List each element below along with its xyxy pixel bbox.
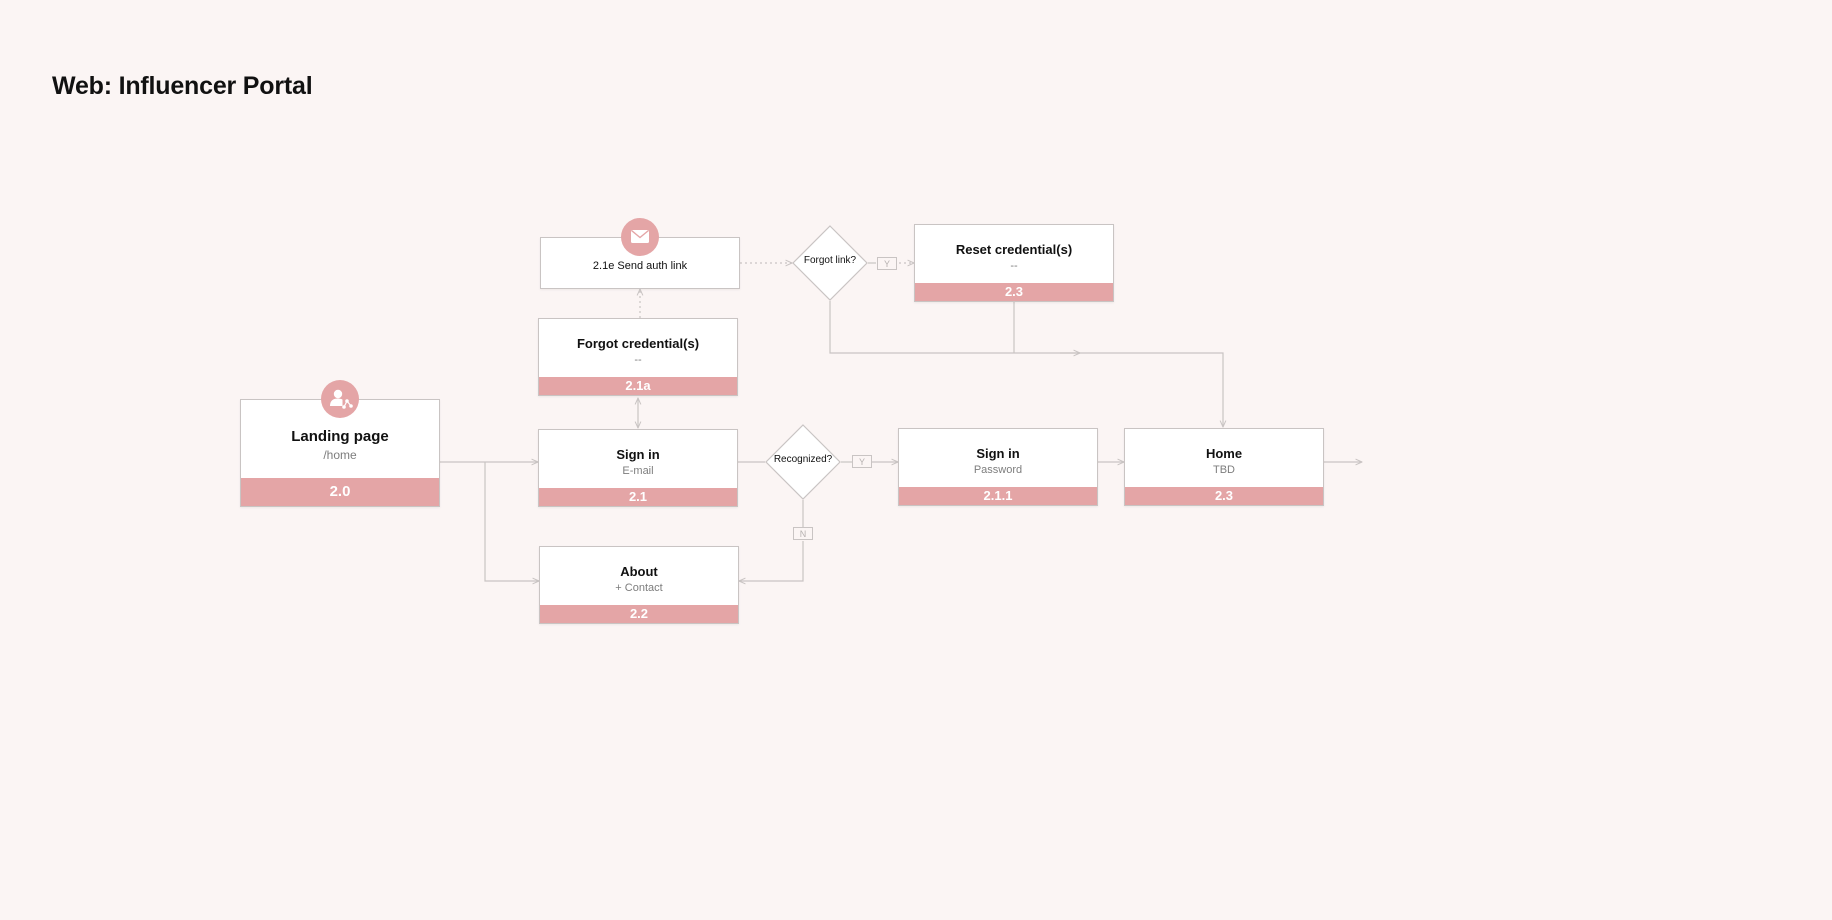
node-signin-password[interactable]: Sign in Password 2.1.1 [898,428,1098,506]
node-landing-page-id: 2.0 [241,478,439,506]
node-reset-credentials-sub: -- [1010,260,1018,272]
node-signin-password-title: Sign in [976,446,1020,461]
user-share-icon [321,380,359,418]
node-signin-password-id: 2.1.1 [899,487,1097,505]
node-landing-page-path: /home [323,448,357,462]
node-forgot-credentials-sub: -- [634,354,642,366]
node-home-sub: TBD [1213,464,1235,476]
node-forgot-credentials[interactable]: Forgot credential(s) -- 2.1a [538,318,738,396]
node-signin-password-sub: Password [973,464,1023,476]
node-reset-credentials-title: Reset credential(s) [955,242,1073,257]
node-signin-email-id: 2.1 [539,488,737,506]
node-about-id: 2.2 [540,605,738,623]
connector-no-to-about [739,541,804,581]
node-forgot-credentials-id: 2.1a [539,377,737,395]
connector-landing-to-about [484,462,539,581]
decision-forgot-link[interactable]: Forgot link? [792,225,868,301]
node-about[interactable]: About + Contact 2.2 [539,546,739,624]
node-send-auth-link-label: 2.1e Send auth link [592,260,688,272]
tag-recognized-no: N [793,527,813,540]
node-about-title: About [620,564,658,579]
node-reset-credentials-id: 2.3 [915,283,1113,301]
node-about-sub: + Contact [615,582,663,594]
decision-recognized[interactable]: Recognized? [765,424,841,500]
decision-forgot-link-label: Forgot link? [803,255,857,266]
node-landing-page-title: Landing page [291,428,389,445]
page-title: Web: Influencer Portal [52,72,313,100]
connector-forgotlink-to-home [829,301,1223,427]
node-home[interactable]: Home TBD 2.3 [1124,428,1324,506]
node-landing-page[interactable]: Landing page /home 2.0 [240,399,440,507]
node-signin-email[interactable]: Sign in E-mail 2.1 [538,429,738,507]
node-signin-email-title: Sign in [616,447,660,462]
decision-recognized-label: Recognized? [773,454,833,465]
node-home-title: Home [1205,446,1243,461]
node-home-id: 2.3 [1125,487,1323,505]
tag-forgot-link-yes: Y [877,257,897,270]
tag-recognized-yes: Y [852,455,872,468]
node-reset-credentials[interactable]: Reset credential(s) -- 2.3 [914,224,1114,302]
node-forgot-credentials-title: Forgot credential(s) [576,336,700,351]
node-signin-email-sub: E-mail [622,465,654,477]
envelope-icon [621,218,659,256]
